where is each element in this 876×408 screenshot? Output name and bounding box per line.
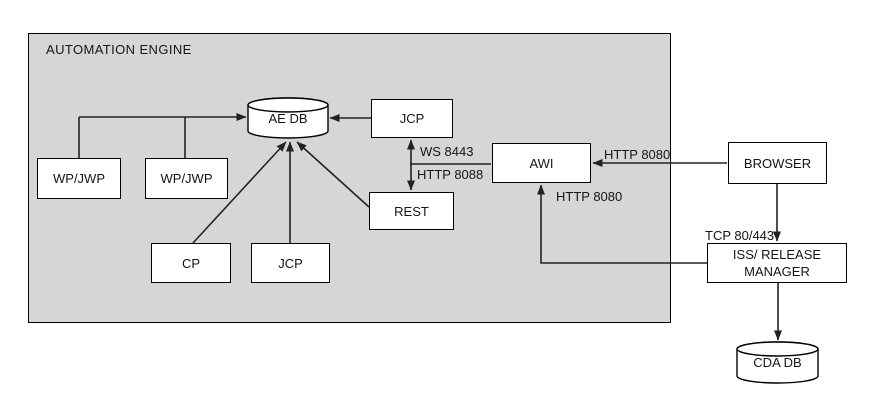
edge-label-http-8080-browser: HTTP 8080 [604,147,671,162]
edge-cp-aedb [192,141,287,244]
cda-db-cylinder [736,341,819,384]
edge-label-http-8080-iss: HTTP 8080 [556,189,623,204]
node-wp-jwp-1: WP/JWP [37,158,121,199]
edge-label-http-8088: HTTP 8088 [417,167,484,182]
node-iss-release-manager: ISS/ RELEASE MANAGER [707,243,847,283]
node-wp-jwp-2: WP/JWP [145,158,228,199]
node-awi: AWI [492,143,591,183]
edge-label-tcp-80-443: TCP 80/443 [705,228,775,243]
automation-engine-label: AUTOMATION ENGINE [46,42,192,57]
node-browser: BROWSER [728,142,827,184]
node-ae-db-label: AE DB [268,110,308,126]
node-cp: CP [151,243,231,283]
edge-rest-aedb [296,141,370,208]
ae-db-cylinder [247,97,329,139]
node-jcp-top: JCP [371,99,453,138]
node-rest: REST [369,192,454,230]
node-cda-db-label: CDA DB [753,354,802,370]
node-jcp-bottom: JCP [251,243,330,283]
edge-label-ws-8443: WS 8443 [420,144,474,159]
edge-iss-awi [537,184,707,264]
